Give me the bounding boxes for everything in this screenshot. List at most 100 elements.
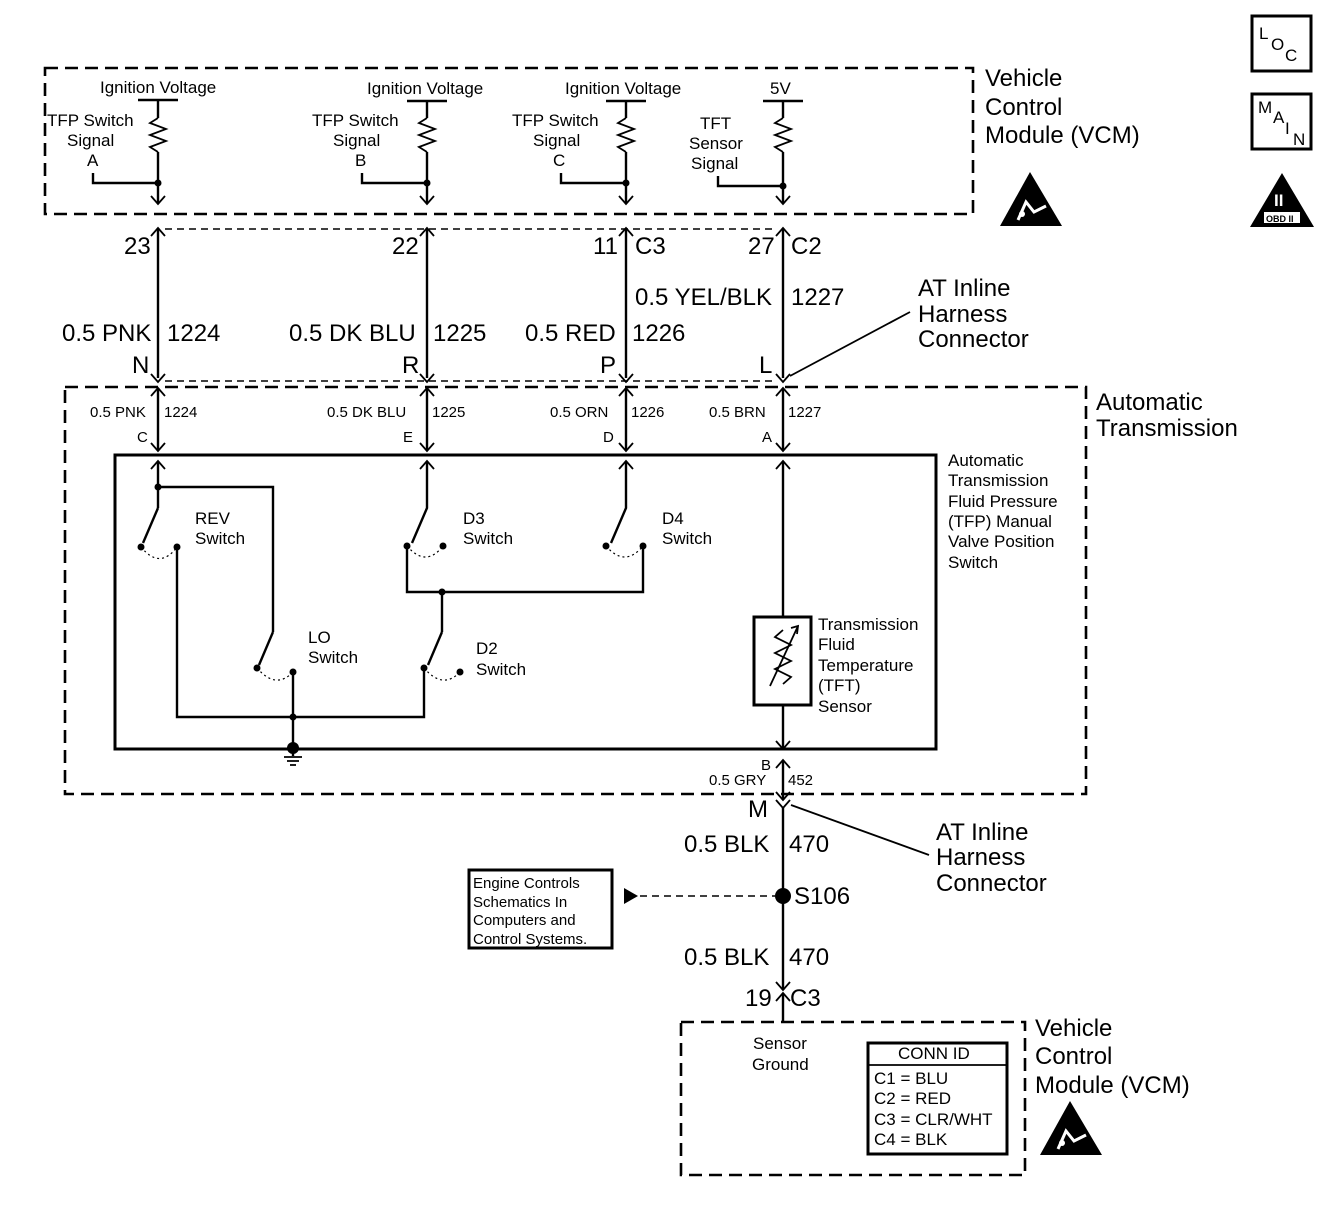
- svg-text:Ground: Ground: [752, 1055, 809, 1074]
- svg-text:Transmission: Transmission: [1096, 415, 1238, 442]
- svg-text:0.5 BLK: 0.5 BLK: [684, 944, 769, 971]
- vcm-top-boundary: [43, 66, 975, 216]
- svg-text:470: 470: [789, 944, 829, 971]
- conn-id-table: CONN ID C1 = BLU C2 = RED C3 = CLR/WHT C…: [866, 1041, 1009, 1156]
- svg-text:Ignition Voltage: Ignition Voltage: [367, 79, 483, 98]
- svg-text:II: II: [1274, 191, 1283, 210]
- vcm-bottom-title: Vehicle Control Module (VCM): [1035, 1015, 1190, 1099]
- svg-text:P: P: [600, 352, 616, 379]
- svg-text:M: M: [1258, 98, 1272, 117]
- esd-warning-icon: [1000, 172, 1062, 226]
- svg-text:Ignition Voltage: Ignition Voltage: [100, 78, 216, 97]
- svg-text:AT Inline: AT Inline: [918, 275, 1011, 302]
- lower-wire-1: 0.5 BLK 470: [684, 831, 829, 858]
- svg-text:Signal: Signal: [691, 154, 738, 173]
- svg-text:R: R: [402, 352, 419, 379]
- svg-text:Transmission: Transmission: [948, 471, 1048, 490]
- svg-text:D2: D2: [476, 639, 498, 658]
- svg-text:0.5 GRY: 0.5 GRY: [709, 772, 766, 789]
- svg-text:Vehicle: Vehicle: [985, 65, 1062, 92]
- svg-text:LO: LO: [308, 628, 331, 647]
- svg-text:23: 23: [124, 233, 151, 260]
- svg-text:1226: 1226: [632, 320, 685, 347]
- svg-text:1226: 1226: [631, 404, 664, 421]
- svg-text:Harness: Harness: [918, 301, 1007, 328]
- main-badge-icon[interactable]: M A I N: [1250, 92, 1313, 151]
- transmission-title: Automatic Transmission: [1096, 389, 1238, 442]
- esd-warning-icon-bottom: [1040, 1101, 1102, 1155]
- svg-text:470: 470: [789, 831, 829, 858]
- svg-text:TFP Switch: TFP Switch: [312, 111, 399, 130]
- svg-text:A: A: [1273, 108, 1285, 127]
- svg-text:Switch: Switch: [195, 529, 245, 548]
- vcm-circuit-c: Ignition Voltage TFP Switch Signal C: [512, 79, 681, 206]
- svg-text:452: 452: [788, 772, 813, 789]
- svg-text:L: L: [1259, 24, 1268, 43]
- svg-text:0.5 YEL/BLK: 0.5 YEL/BLK: [635, 284, 772, 311]
- upper-wire-1226: 11 C3 0.5 RED 1226 P: [525, 233, 685, 379]
- svg-text:1225: 1225: [433, 320, 486, 347]
- svg-text:N: N: [1293, 130, 1305, 149]
- tft-sensor: Transmission Fluid Temperature (TFT) Sen…: [752, 461, 918, 751]
- lo-switch: LO Switch: [158, 485, 358, 748]
- svg-text:O: O: [1271, 35, 1284, 54]
- svg-text:S106: S106: [794, 883, 850, 910]
- svg-text:TFP Switch: TFP Switch: [512, 111, 599, 130]
- svg-text:0.5 DK BLU: 0.5 DK BLU: [327, 404, 406, 421]
- svg-text:C4 = BLK: C4 = BLK: [874, 1130, 948, 1149]
- d2-switch: D2 Switch: [293, 631, 526, 719]
- svg-text:AT Inline: AT Inline: [936, 819, 1029, 846]
- svg-text:0.5 PNK: 0.5 PNK: [90, 404, 146, 421]
- obd-ii-badge-icon[interactable]: II OBD II: [1250, 173, 1314, 227]
- svg-text:5V: 5V: [770, 79, 791, 98]
- upper-wire-1227: 27 C2 0.5 YEL/BLK 1227 L: [635, 233, 844, 379]
- svg-text:B: B: [761, 757, 771, 774]
- svg-text:Signal: Signal: [533, 131, 580, 150]
- svg-text:Control: Control: [985, 94, 1062, 121]
- svg-text:REV: REV: [195, 509, 231, 528]
- transmission-connector-pins: [150, 386, 791, 453]
- svg-text:0.5 RED: 0.5 RED: [525, 320, 616, 347]
- svg-text:TFP Switch: TFP Switch: [47, 111, 134, 130]
- inline-connector-pins-upper: [150, 373, 791, 384]
- svg-text:1225: 1225: [432, 404, 465, 421]
- svg-text:C1 = BLU: C1 = BLU: [874, 1069, 948, 1088]
- svg-text:Switch: Switch: [308, 648, 358, 667]
- upper-wire-1224: 23 0.5 PNK 1224 N: [62, 233, 220, 379]
- svg-text:Sensor: Sensor: [818, 697, 872, 716]
- svg-text:Fluid Pressure: Fluid Pressure: [948, 492, 1058, 511]
- svg-text:D4: D4: [662, 509, 684, 528]
- vcm-circuit-tft: 5V TFT Sensor Signal: [689, 79, 803, 206]
- svg-text:19: 19: [745, 985, 772, 1012]
- tfp-switch-label: Automatic Transmission Fluid Pressure (T…: [948, 451, 1058, 572]
- vcm-circuit-b: Ignition Voltage TFP Switch Signal B: [312, 79, 483, 206]
- svg-text:0.5 ORN: 0.5 ORN: [550, 404, 608, 421]
- svg-text:OBD II: OBD II: [1266, 214, 1294, 224]
- svg-text:CONN ID: CONN ID: [898, 1044, 970, 1063]
- svg-text:Connector: Connector: [936, 870, 1047, 897]
- transmission-boundary: [63, 385, 1088, 796]
- svg-text:Engine Controls: Engine Controls: [473, 875, 580, 892]
- upper-wire-1225: 22 0.5 DK BLU 1225 R: [289, 233, 486, 379]
- svg-text:Switch: Switch: [476, 660, 526, 679]
- upper-wire-lines: [156, 228, 785, 378]
- svg-text:Harness: Harness: [936, 844, 1025, 871]
- svg-text:11: 11: [593, 233, 618, 260]
- svg-text:(TFP) Manual: (TFP) Manual: [948, 512, 1052, 531]
- svg-text:Vehicle: Vehicle: [1035, 1015, 1112, 1042]
- svg-text:1227: 1227: [788, 404, 821, 421]
- svg-text:0.5 PNK: 0.5 PNK: [62, 320, 151, 347]
- svg-text:Switch: Switch: [948, 553, 998, 572]
- transmission-wire-1225: 0.5 DK BLU 1225 E: [327, 404, 465, 446]
- svg-text:TFT: TFT: [700, 114, 731, 133]
- vcm-bottom-boundary: [679, 1020, 1027, 1177]
- svg-text:22: 22: [392, 233, 419, 260]
- svg-text:M: M: [748, 796, 768, 823]
- svg-text:I: I: [1285, 119, 1290, 138]
- loc-badge-icon[interactable]: L O C: [1250, 14, 1313, 73]
- svg-text:Sensor: Sensor: [689, 134, 743, 153]
- reference-box[interactable]: Engine Controls Schematics In Computers …: [467, 868, 614, 950]
- svg-text:L: L: [759, 352, 772, 379]
- svg-text:Ignition Voltage: Ignition Voltage: [565, 79, 681, 98]
